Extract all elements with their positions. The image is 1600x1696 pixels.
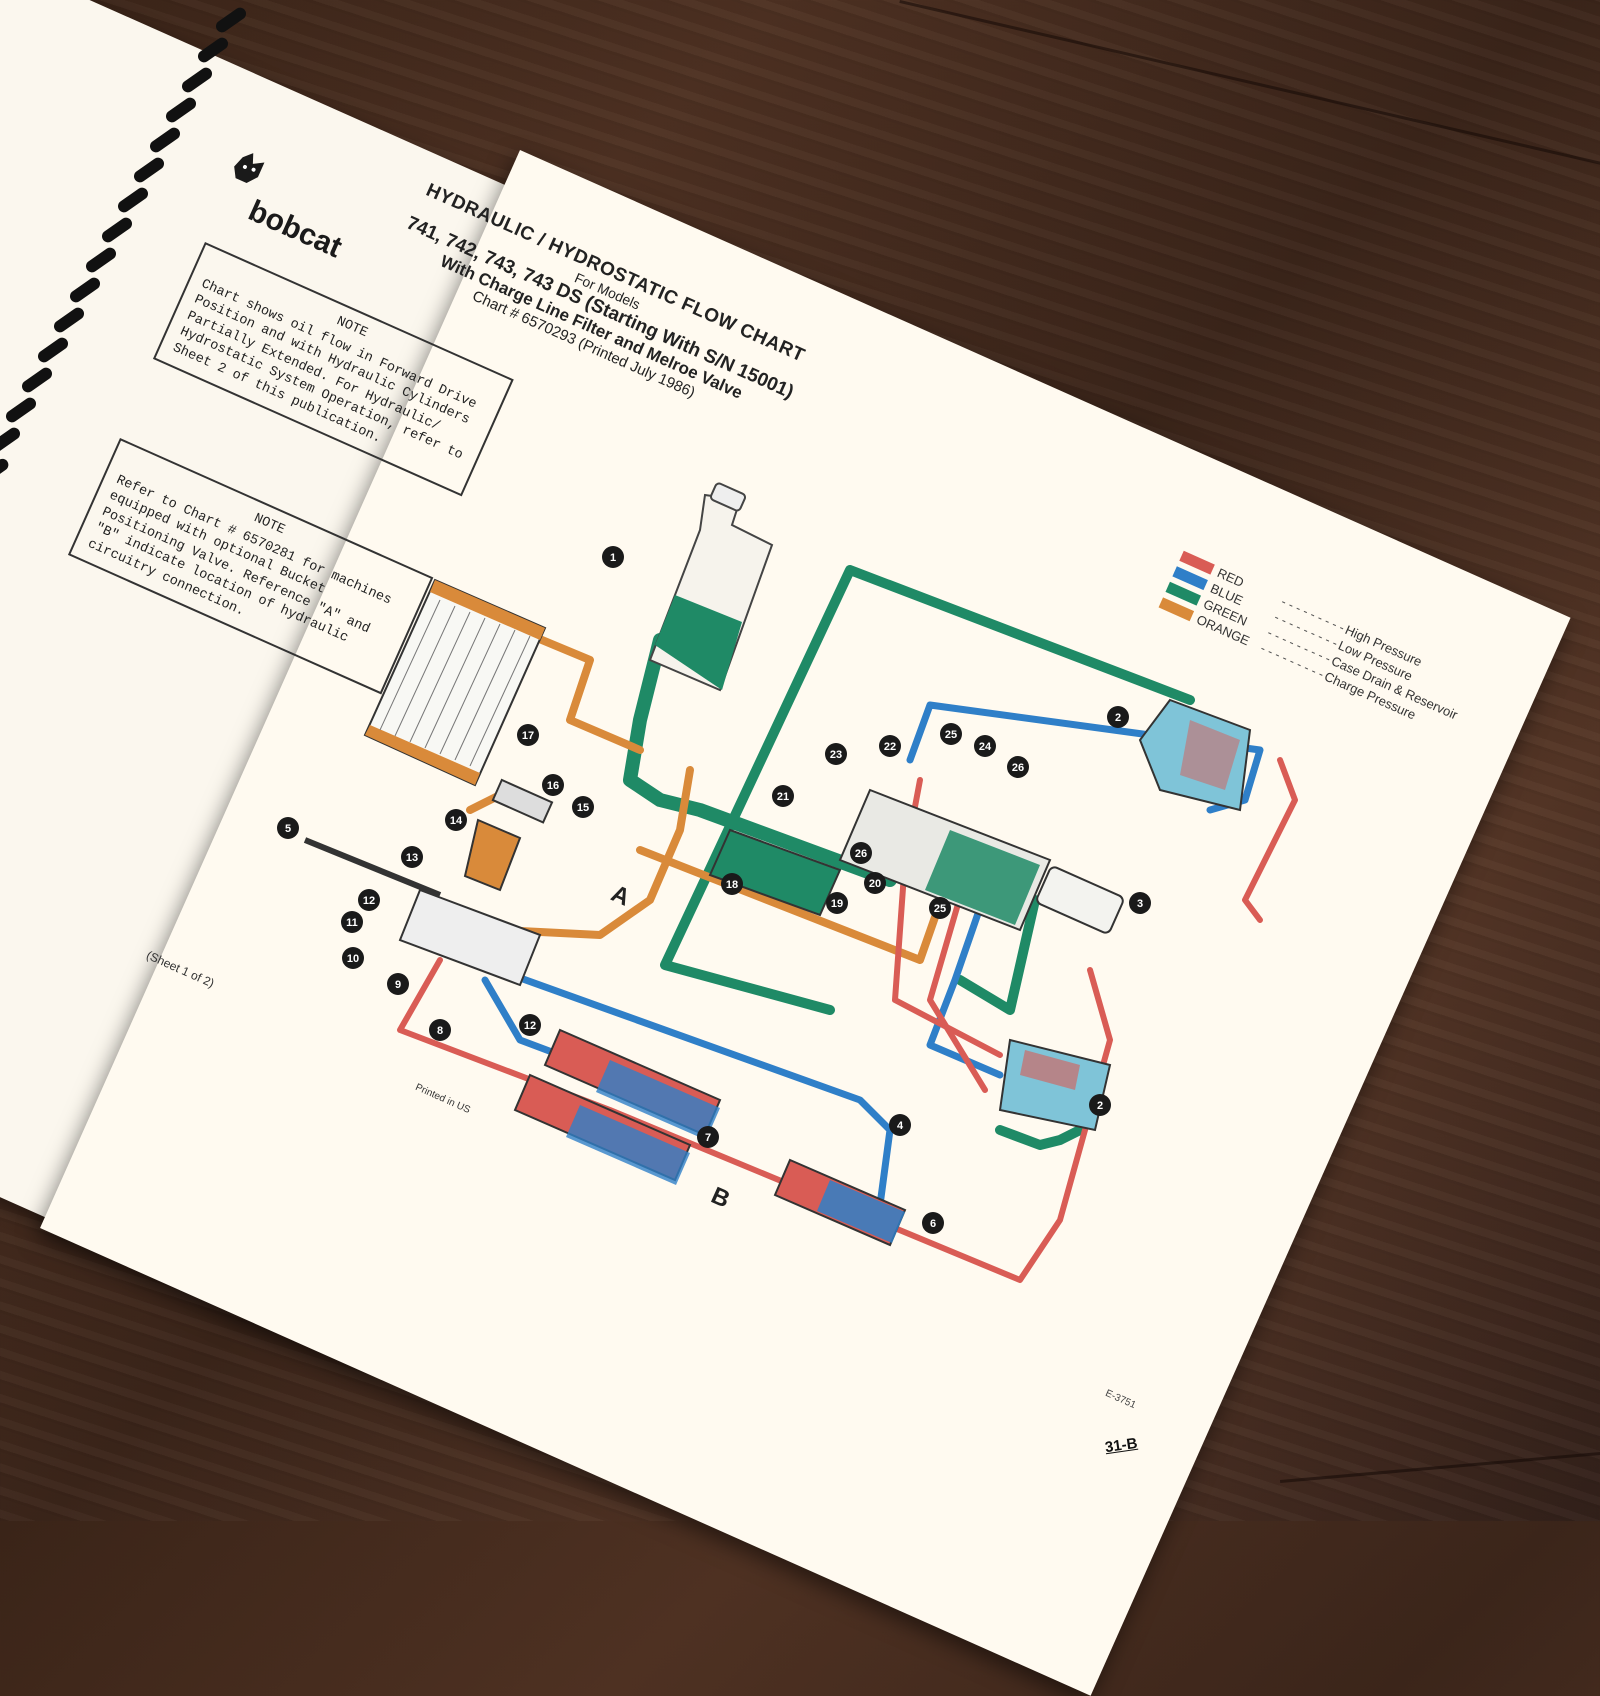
callout-18: 18 bbox=[721, 873, 743, 895]
svg-text:17: 17 bbox=[522, 730, 534, 742]
callout-10: 10 bbox=[342, 947, 364, 969]
bobcat-logo: bobcat bbox=[234, 153, 347, 264]
callout-9: 9 bbox=[387, 973, 409, 995]
svg-text:10: 10 bbox=[347, 953, 359, 965]
callout-14: 14 bbox=[445, 809, 467, 831]
svg-text:12: 12 bbox=[524, 1020, 536, 1032]
hydrostatic-pump bbox=[838, 788, 1124, 934]
svg-text:25: 25 bbox=[945, 729, 957, 741]
callout-8: 8 bbox=[429, 1019, 451, 1041]
green-loop-line bbox=[660, 565, 1195, 1015]
callout-17: 17 bbox=[517, 724, 539, 746]
svg-text:16: 16 bbox=[547, 780, 559, 792]
svg-text:26: 26 bbox=[855, 848, 867, 860]
svg-text:8: 8 bbox=[437, 1025, 443, 1037]
svg-text:4: 4 bbox=[897, 1120, 904, 1132]
callout-16: 16 bbox=[542, 774, 564, 796]
svg-text:21: 21 bbox=[777, 791, 789, 803]
callout-5: 5 bbox=[277, 817, 299, 839]
svg-text:14: 14 bbox=[450, 815, 463, 827]
svg-text:11: 11 bbox=[346, 917, 358, 929]
callout-markers: 1 2 2 3 4 5 6 7 8 9 10 11 12 12 13 14 15… bbox=[277, 546, 1151, 1234]
callout-3: 3 bbox=[1129, 892, 1151, 914]
callout-19: 19 bbox=[826, 892, 848, 914]
callout-25: 25 bbox=[940, 723, 962, 745]
callout-20: 20 bbox=[864, 872, 886, 894]
gear-pump bbox=[708, 828, 842, 917]
callout-26: 26 bbox=[850, 842, 872, 864]
callout-26: 26 bbox=[1007, 756, 1029, 778]
svg-text:2: 2 bbox=[1097, 1100, 1103, 1112]
callout-15: 15 bbox=[572, 796, 594, 818]
svg-text:18: 18 bbox=[726, 879, 738, 891]
svg-text:26: 26 bbox=[1012, 762, 1024, 774]
svg-text:22: 22 bbox=[884, 741, 896, 753]
control-valve bbox=[303, 837, 542, 987]
drive-motor-lower bbox=[998, 1038, 1112, 1132]
drive-motor-upper bbox=[1138, 698, 1252, 812]
svg-text:9: 9 bbox=[395, 979, 401, 991]
red-high-pressure-line-2 bbox=[397, 877, 1113, 1283]
lift-cylinders bbox=[513, 1028, 722, 1185]
green-case-drain-line bbox=[955, 895, 1085, 1150]
callout-13: 13 bbox=[401, 846, 423, 868]
callout-12: 12 bbox=[519, 1014, 541, 1036]
callout-12: 12 bbox=[358, 889, 380, 911]
svg-text:19: 19 bbox=[831, 898, 843, 910]
callout-4: 4 bbox=[889, 1114, 911, 1136]
hydraulic-flow-diagram: 1 2 2 3 4 5 6 7 8 9 10 11 12 12 13 14 15… bbox=[277, 482, 1298, 1283]
svg-text:6: 6 bbox=[930, 1218, 936, 1230]
svg-text:24: 24 bbox=[979, 741, 992, 753]
callout-2: 2 bbox=[1089, 1094, 1111, 1116]
callout-2: 2 bbox=[1107, 706, 1129, 728]
svg-text:5: 5 bbox=[285, 823, 291, 835]
callout-21: 21 bbox=[772, 785, 794, 807]
svg-text:3: 3 bbox=[1137, 898, 1143, 910]
spiral-binding bbox=[0, 7, 247, 482]
svg-text:13: 13 bbox=[406, 852, 418, 864]
svg-text:15: 15 bbox=[577, 802, 589, 814]
svg-text:1: 1 bbox=[610, 552, 616, 564]
callout-23: 23 bbox=[825, 743, 847, 765]
callout-7: 7 bbox=[697, 1126, 719, 1148]
callout-1: 1 bbox=[602, 546, 624, 568]
svg-text:20: 20 bbox=[869, 878, 881, 890]
svg-text:12: 12 bbox=[363, 895, 375, 907]
svg-text:23: 23 bbox=[830, 749, 842, 761]
charge-filter bbox=[463, 778, 554, 892]
svg-text:2: 2 bbox=[1115, 712, 1121, 724]
svg-text:7: 7 bbox=[705, 1132, 711, 1144]
callout-24: 24 bbox=[974, 735, 996, 757]
callout-22: 22 bbox=[879, 735, 901, 757]
svg-text:25: 25 bbox=[934, 903, 946, 915]
tilt-cylinder bbox=[773, 1158, 907, 1247]
oil-cooler bbox=[363, 578, 547, 787]
reservoir-tank bbox=[648, 482, 774, 692]
callout-6: 6 bbox=[922, 1212, 944, 1234]
callout-11: 11 bbox=[341, 911, 363, 933]
callout-25: 25 bbox=[929, 897, 951, 919]
